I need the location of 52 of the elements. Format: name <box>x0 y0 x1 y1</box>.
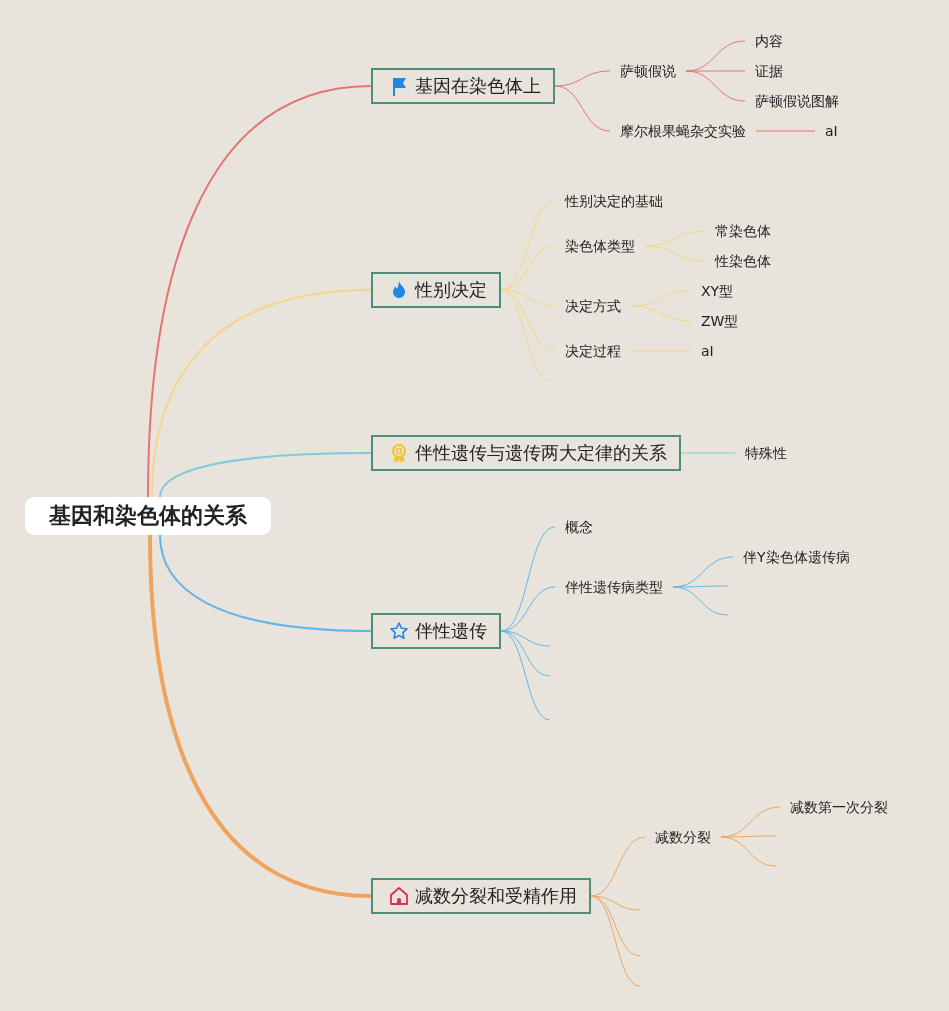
branch-line <box>630 305 692 322</box>
topic-text: 伴性遗传 <box>415 619 487 643</box>
branch-line <box>685 70 746 102</box>
branch-label: 性染色体 <box>705 250 781 272</box>
branch-line <box>590 836 646 897</box>
branch-label: ZW型 <box>691 310 749 332</box>
main-branch-line <box>159 534 372 632</box>
main-branch-line <box>151 289 372 498</box>
branch-line <box>500 289 551 381</box>
topic-text: 性别决定 <box>415 278 487 302</box>
branch-label: 证据 <box>745 60 793 82</box>
branch-line <box>680 452 736 454</box>
branch-label: 染色体类型 <box>555 235 645 257</box>
branch-line <box>644 245 706 262</box>
branch-line <box>590 895 641 911</box>
branch-line <box>554 85 611 132</box>
topic-box <box>371 613 501 649</box>
branch-label: 性别决定的基础 <box>555 190 673 212</box>
branch-line <box>590 895 641 987</box>
branch-line <box>500 630 551 721</box>
branch-label: 特殊性 <box>735 442 797 464</box>
branch-line <box>755 130 816 132</box>
branch-label: 伴性遗传病类型 <box>555 576 673 598</box>
branch-label: XY型 <box>691 280 744 302</box>
branch-label: 减数第一次分裂 <box>780 796 898 818</box>
central-topic: 基因和染色体的关系 <box>25 497 271 535</box>
topic-box <box>371 272 501 308</box>
branch-label: aI <box>691 340 724 362</box>
topic-box <box>371 878 591 914</box>
main-branch-line <box>148 534 372 898</box>
branch-label: 减数分裂 <box>645 826 721 848</box>
topic-box <box>371 68 555 104</box>
topic-text: 减数分裂和受精作用 <box>415 884 577 908</box>
main-branch-line <box>159 452 372 498</box>
branch-line <box>720 836 777 867</box>
branch-label: 伴Y染色体遗传病 <box>733 546 860 568</box>
branch-line <box>672 586 729 616</box>
branch-label: 概念 <box>555 516 603 538</box>
topic-text: 伴性遗传与遗传两大定律的关系 <box>415 441 667 465</box>
branch-label: 常染色体 <box>705 220 781 242</box>
branch-label: aI <box>815 120 848 142</box>
branch-label: 内容 <box>745 30 793 52</box>
topic-box <box>371 435 681 471</box>
branch-line <box>554 70 611 87</box>
branch-label: 萨顿假说 <box>610 60 686 82</box>
topic-text: 基因在染色体上 <box>415 74 541 98</box>
main-branch-line <box>147 85 372 498</box>
branch-line <box>630 350 692 352</box>
branch-label: 决定过程 <box>555 340 631 362</box>
branch-label: 摩尔根果蝇杂交实验 <box>610 120 756 142</box>
branch-label: 萨顿假说图解 <box>745 90 849 112</box>
branch-label: 决定方式 <box>555 295 631 317</box>
